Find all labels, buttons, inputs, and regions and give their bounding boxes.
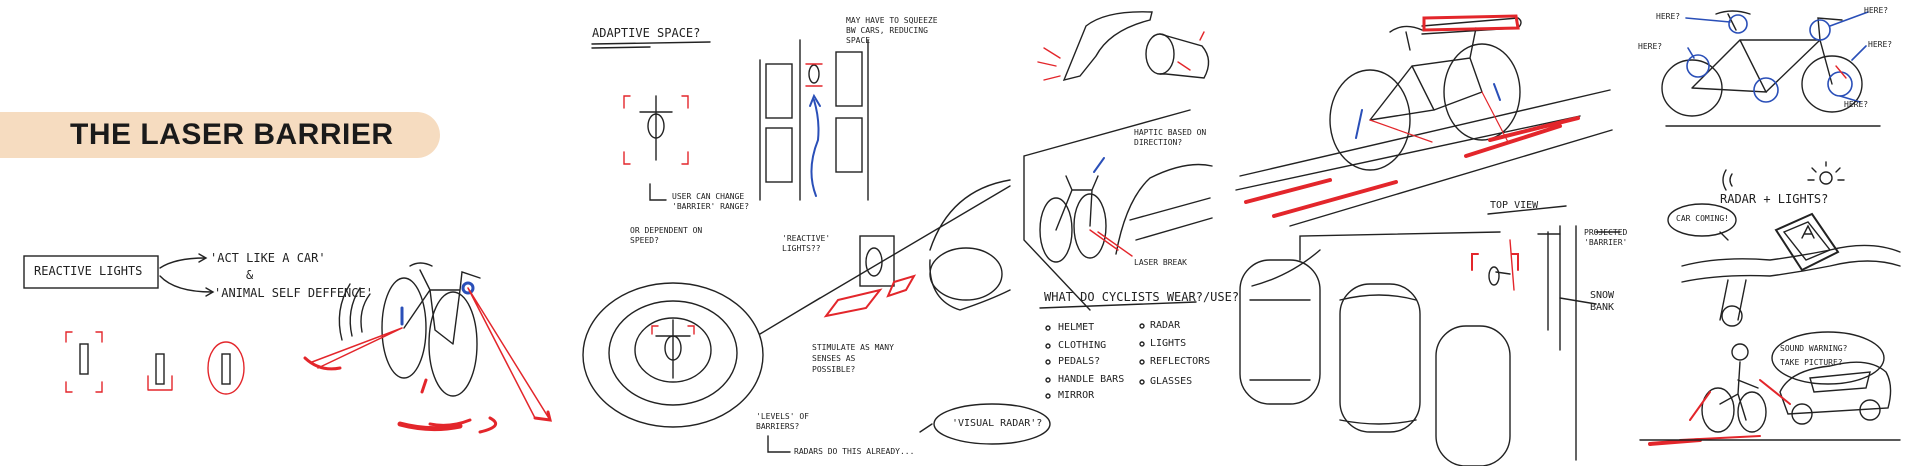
ampersand-label: &: [246, 268, 254, 282]
here-label-3: HERE?: [1864, 6, 1889, 15]
handlebar-phone-sketch: [1667, 203, 1901, 327]
wear-item-reflectors: REFLECTORS: [1150, 356, 1211, 367]
page-title: THE LASER BARRIER: [70, 118, 394, 151]
cyclist-car-warning-sketch: [1639, 331, 1901, 446]
here-label-2: HERE?: [1638, 42, 1663, 51]
bike-next-to-car-sketch: [1023, 109, 1213, 311]
snow-bank-label: SNOW BANK: [1590, 290, 1615, 313]
laser-break-label: LASER BREAK: [1134, 258, 1187, 267]
light-symbol-oval: [207, 341, 245, 395]
reactive-lights-label: REACTIVE LIGHTS: [34, 264, 143, 278]
cyclist-wear-underline: [1039, 301, 1197, 309]
radar-lights-label: RADAR + LIGHTS?: [1720, 192, 1829, 206]
top-view-label: TOP VIEW: [1490, 200, 1539, 211]
bike-road-laser-sketch: [1235, 14, 1613, 227]
top-view-street: [1239, 205, 1621, 466]
bike-here-diagram: [1661, 10, 1881, 127]
bicycle-laser-sketch: [303, 262, 552, 434]
reactive-lights-street-sketch: [759, 179, 1011, 335]
radar-rings-cyclist: [582, 282, 764, 428]
title-band: [0, 112, 440, 158]
adaptive-space-label: ADAPTIVE SPACE?: [592, 26, 701, 40]
light-symbol-bracket: [65, 331, 103, 393]
wear-item-glasses: GLASSES: [1150, 376, 1193, 387]
haptic-direction-note: HAPTIC BASED ON DIRECTION?: [1134, 128, 1207, 147]
levels-arrow: [767, 403, 1051, 453]
user-change-range-note: USER CAN CHANGE 'BARRIER' RANGE?: [672, 192, 750, 211]
projected-barrier-label: PROJECTED 'BARRIER': [1584, 228, 1628, 247]
here-label-5: HERE?: [1844, 100, 1869, 109]
reactive-lights-question: 'REACTIVE' LIGHTS??: [782, 234, 831, 253]
reactive-lights-box: [23, 255, 159, 289]
wear-item-pedals: PEDALS?: [1058, 356, 1101, 367]
animal-self-defence-label: 'ANIMAL SELF DEFFENCE': [214, 286, 373, 300]
cyclist-top-view-small: [623, 95, 689, 201]
radars-already-note: RADARS DO THIS ALREADY...: [794, 447, 915, 456]
visual-radar-label: 'VISUAL RADAR'?: [952, 418, 1043, 429]
sound-warning-label: SOUND WARNING?: [1780, 344, 1848, 353]
arrows-from-box: [159, 253, 215, 297]
squeeze-note: MAY HAVE TO SQUEEZE BW CARS, REDUCING SP…: [846, 16, 938, 45]
radar-light-symbols: [1722, 161, 1845, 191]
haptic-handlebar-sketches: [1037, 11, 1210, 82]
car-coming-label: CAR COMING!: [1676, 214, 1729, 223]
here-label-4: HERE?: [1868, 40, 1893, 49]
light-symbol-underline: [147, 353, 173, 391]
adaptive-space-underline: [591, 41, 711, 49]
cyclists-wear-heading: WHAT DO CYCLISTS WEAR?/USE?: [1044, 290, 1240, 304]
here-label-1: HERE?: [1656, 12, 1681, 21]
take-picture-label: TAKE PICTURE?: [1780, 358, 1843, 367]
wear-bullets: [1045, 323, 1145, 399]
stimulate-senses-note: STIMULATE AS MANY SENSES AS POSSIBLE?: [812, 343, 894, 374]
act-like-car-label: 'ACT LIKE A CAR': [210, 251, 326, 265]
wear-item-radar: RADAR: [1150, 320, 1181, 331]
wear-item-handlebars: HANDLE BARS: [1058, 374, 1125, 385]
wear-item-lights: LIGHTS: [1150, 338, 1187, 349]
parking-street-diagram: [759, 39, 869, 201]
wear-item-clothing: CLOTHING: [1058, 340, 1107, 351]
levels-of-barriers-note: 'LEVELS' OF BARRIERS?: [756, 412, 809, 431]
wear-item-helmet: HELMET: [1058, 322, 1095, 333]
speed-dependent-note: OR DEPENDENT ON SPEED?: [630, 226, 703, 245]
wear-item-mirror: MIRROR: [1058, 390, 1095, 401]
